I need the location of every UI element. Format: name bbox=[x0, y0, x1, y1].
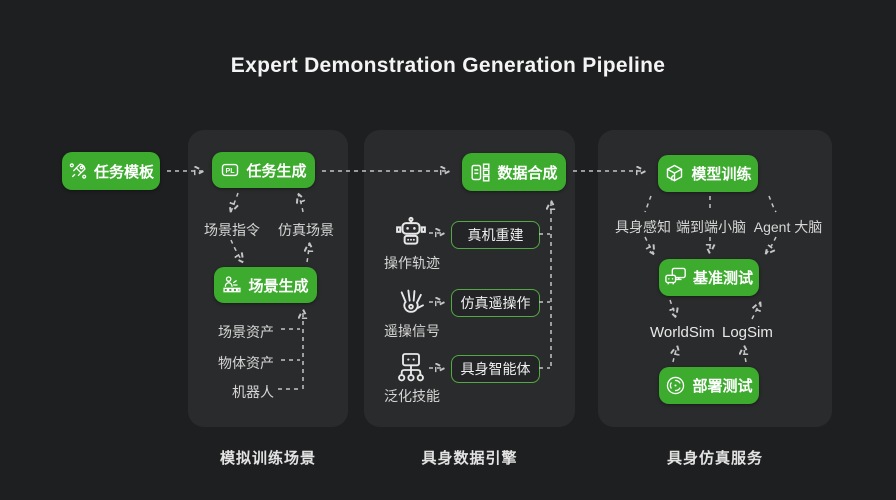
network-icon bbox=[395, 352, 427, 384]
node-scene-generation: 场景生成 bbox=[214, 267, 317, 303]
cube-icon bbox=[664, 163, 685, 184]
hand-icon bbox=[395, 286, 427, 318]
swirl-icon bbox=[665, 375, 686, 396]
node-embodied-agent: 具身智能体 bbox=[451, 355, 540, 383]
node-label: 场景生成 bbox=[248, 277, 309, 295]
pl-badge-icon: PL bbox=[220, 160, 240, 180]
rocket-icon bbox=[68, 161, 88, 181]
node-benchmark-test: 基准测试 bbox=[659, 259, 759, 296]
label-scene-instruction: 场景指令 bbox=[204, 222, 260, 238]
page-title: Expert Demonstration Generation Pipeline bbox=[230, 54, 666, 77]
label-worldsim: WorldSim bbox=[650, 324, 715, 341]
label-logsim: LogSim bbox=[722, 324, 773, 341]
caption-simulation-training-scene: 模拟训练场景 bbox=[219, 450, 316, 467]
node-label: 部署测试 bbox=[692, 378, 753, 395]
label-scene-assets: 场景资产 bbox=[218, 324, 274, 340]
pl-badge-text: PL bbox=[226, 167, 236, 175]
label-robot-asset: 机器人 bbox=[232, 384, 274, 400]
label-end-to-end-cerebellum: 端到端小脑 bbox=[676, 219, 746, 235]
robot-icon bbox=[394, 216, 428, 250]
node-task-generation: PL 任务生成 bbox=[212, 152, 315, 188]
label-sim-scene: 仿真场景 bbox=[278, 222, 334, 238]
dual-screens-icon bbox=[665, 267, 687, 289]
node-real-reconstruction: 真机重建 bbox=[451, 221, 540, 249]
label-embodied-perception: 具身感知 bbox=[615, 219, 671, 235]
data-columns-icon bbox=[470, 162, 491, 183]
caption-embodied-data-engine: 具身数据引擎 bbox=[421, 450, 518, 467]
node-label: 模型训练 bbox=[691, 166, 752, 183]
node-label: 任务模板 bbox=[93, 163, 154, 181]
builder-icon bbox=[222, 275, 242, 295]
label-generalized-skills: 泛化技能 bbox=[384, 388, 440, 404]
node-sim-teleoperation: 仿真遥操作 bbox=[451, 289, 540, 317]
node-deployment-test: 部署测试 bbox=[659, 367, 759, 404]
label-operation-trajectory: 操作轨迹 bbox=[384, 255, 440, 271]
node-label: 数据合成 bbox=[497, 164, 558, 182]
node-label: 基准测试 bbox=[692, 270, 753, 287]
node-task-template: 任务模板 bbox=[62, 152, 160, 190]
label-agent-brain: Agent 大脑 bbox=[753, 219, 823, 235]
node-label: 任务生成 bbox=[246, 162, 307, 180]
node-model-training: 模型训练 bbox=[658, 155, 758, 192]
node-data-synthesis: 数据合成 bbox=[462, 153, 566, 191]
caption-embodied-sim-service: 具身仿真服务 bbox=[666, 450, 763, 467]
label-teleop-signal: 遥操信号 bbox=[384, 323, 440, 339]
label-object-assets: 物体资产 bbox=[218, 355, 274, 371]
